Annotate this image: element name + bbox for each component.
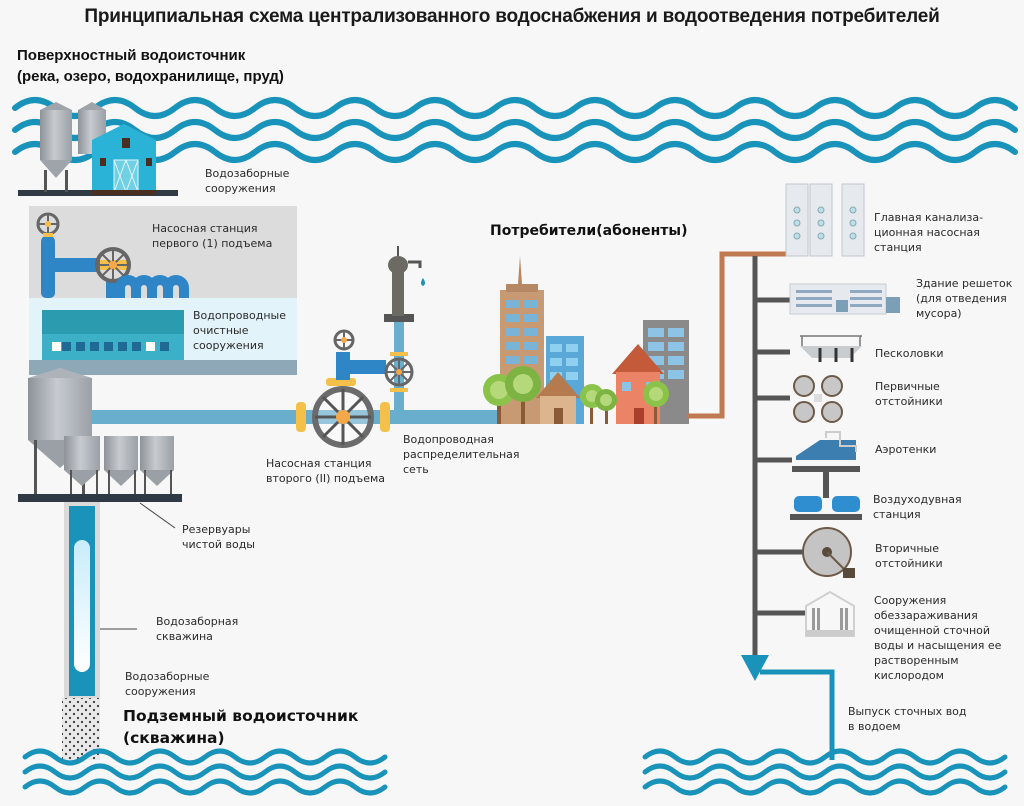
surface-source-label: Поверхностный водоисточник (река, озеро,… [17, 45, 284, 87]
outlet-label-line: Выпуск сточных вод [848, 705, 967, 718]
reservoirs-graphic [18, 368, 182, 502]
sewer-main-line [752, 256, 806, 660]
well-intake-label-line: сооружения [125, 685, 196, 698]
pump1-label-line: Насосная станция [152, 222, 258, 235]
disinfection-label-line: Сооружения [874, 594, 947, 607]
city-graphic [483, 256, 689, 424]
pump2-label-line: второго (II) подъема [266, 472, 386, 485]
reservoirs-label-line: Резервуары [182, 523, 251, 536]
well-label-line: скважина [156, 630, 213, 643]
outlet-water-waves [642, 748, 1008, 793]
sewer-pipe [688, 251, 790, 419]
pump-station-1-label: Насосная станция первого (1) подъема [152, 221, 272, 251]
underground-source-title: Подземный водоисточник [123, 707, 359, 725]
reservoir-leader-line [139, 502, 176, 529]
secondary-label-line: Вторичные [875, 542, 939, 555]
treatment-label-line: сооружения [193, 339, 264, 352]
primary-settlers-label: Первичные отстойники [875, 379, 943, 409]
outlet-label-line: в водоем [848, 720, 901, 733]
disinfection-label-line: обеззараживания [874, 609, 978, 622]
well-label-line: Водозаборная [156, 615, 239, 628]
well-intake-label-line: Водозаборные [125, 670, 210, 683]
screens-label-line: Здание решеток [916, 277, 1013, 290]
trees [483, 366, 669, 424]
outlet-arrow [741, 655, 835, 760]
main-pump-label-line: ционная насосная [874, 226, 980, 239]
network-label-line: Водопроводная [403, 433, 494, 446]
treatment-base [29, 360, 297, 375]
intake-label-line: Водозаборные [205, 167, 290, 180]
underground-source-subtitle: (скважина) [123, 729, 225, 747]
disinfection-label-line: очищенной сточной [874, 624, 991, 637]
blower-label-line: станция [873, 508, 921, 521]
aerotanks-icon [792, 431, 860, 498]
blower-label-line: Воздуходувная [873, 493, 962, 506]
network-label-line: сеть [403, 463, 429, 476]
well-label: Водозаборная скважина [156, 614, 238, 644]
primary-settlers-icon [793, 375, 843, 423]
treatment-label-line: Водопроводные [193, 309, 286, 322]
pump2-label-line: Насосная станция [266, 457, 372, 470]
screens-label-line: мусора) [916, 307, 962, 320]
consumers-label: Потребители(абоненты) [490, 223, 688, 239]
pump-station-2-label: Насосная станция второго (II) подъема [266, 456, 385, 486]
underground-source-label: Подземный водоисточник (скважина) [123, 705, 358, 749]
surface-source-title: Поверхностный водоисточник [17, 47, 246, 64]
intake-structures-graphic [18, 102, 178, 196]
well-intake-label: Водозаборные сооружения [125, 669, 209, 699]
primary-label-line: Первичные [875, 380, 940, 393]
reservoirs-label: Резервуары чистой воды [182, 522, 255, 552]
disinfection-icon [805, 590, 855, 637]
main-sewer-pump-label: Главная канализа- ционная насосная станц… [874, 210, 983, 255]
disinfection-label-line: кислородом [874, 669, 944, 682]
disinfection-label-line: воды и насыщения ее [874, 639, 1002, 652]
screens-label-line: (для отведения [916, 292, 1007, 305]
sand-traps-icon [800, 335, 862, 362]
surface-water-waves [12, 97, 1018, 160]
main-pump-label-line: Главная канализа- [874, 211, 984, 224]
blower-station-icon [790, 496, 862, 520]
secondary-settlers-label: Вторичные отстойники [875, 541, 943, 571]
underground-water-waves [22, 748, 388, 793]
blower-station-label: Воздуходувная станция [873, 492, 962, 522]
outlet-label: Выпуск сточных вод в водоем [848, 704, 967, 734]
primary-label-line: отстойники [875, 395, 943, 408]
treatment-building-graphic [42, 310, 184, 360]
clean-water-main-pipe [90, 410, 500, 424]
surface-source-subtitle: (река, озеро, водохранилище, пруд) [17, 68, 284, 85]
pump1-label-line: первого (1) подъема [152, 237, 273, 250]
aerotanks-label: Аэротенки [875, 443, 937, 456]
pump-station-2-graphic [296, 320, 414, 448]
reservoirs-label-line: чистой воды [182, 538, 255, 551]
network-label-line: распределительная [403, 448, 520, 461]
main-sewer-pump-station-icon [785, 183, 865, 257]
treatment-label-line: очистные [193, 324, 249, 337]
secondary-settlers-icon [802, 527, 855, 578]
page-title: Принципиальная схема централизованного в… [84, 6, 940, 27]
screens-building-icon [789, 283, 900, 315]
water-tap-graphic [384, 246, 425, 322]
pump-station-1-graphic [36, 212, 189, 300]
secondary-label-line: отстойники [875, 557, 943, 570]
distribution-network-label: Водопроводная распределительная сеть [403, 432, 520, 477]
disinfection-label-line: растворенным [874, 654, 959, 667]
main-pump-label-line: станция [874, 241, 922, 254]
intake-label: Водозаборные сооружения [205, 166, 289, 196]
well-graphic [62, 502, 100, 760]
sand-traps-label: Песколовки [875, 347, 944, 360]
screens-label: Здание решеток (для отведения мусора) [916, 276, 1012, 321]
disinfection-label: Сооружения обеззараживания очищенной сто… [874, 593, 1001, 683]
treatment-label: Водопроводные очистные сооружения [193, 308, 286, 353]
intake-label-line: сооружения [205, 182, 276, 195]
